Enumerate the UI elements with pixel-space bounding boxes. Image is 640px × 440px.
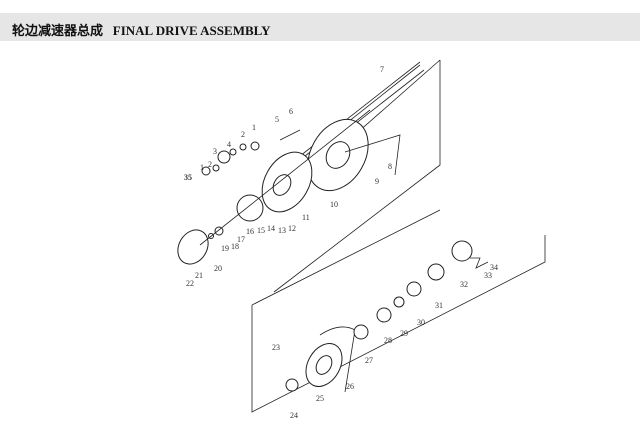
part-label-10: 10 (330, 200, 338, 209)
upper-assembly (177, 61, 425, 265)
part-label-6: 6 (289, 107, 293, 116)
part-label-13: 13 (278, 226, 286, 235)
part-label-7: 7 (380, 65, 384, 74)
part-label-20: 20 (214, 264, 222, 273)
part-label-34: 34 (490, 263, 498, 272)
part-label-27: 27 (365, 356, 373, 365)
header-bar: 轮边减速器总成 FINAL DRIVE ASSEMBLY (0, 13, 640, 41)
title-english: FINAL DRIVE ASSEMBLY (112, 23, 271, 38)
part-label-24: 24 (290, 411, 298, 420)
part-label-1: 1 (200, 163, 204, 172)
part-label-1: 1 (252, 123, 256, 132)
part-label-3: 3 (213, 147, 217, 156)
part-label-2: 2 (208, 160, 212, 169)
title-chinese: 轮边减速器总成 (12, 23, 104, 38)
part-label-28: 28 (384, 336, 392, 345)
part-label-16: 16 (246, 227, 254, 236)
part-label-15: 15 (257, 226, 265, 235)
part-label-30: 30 (417, 318, 425, 327)
part-label-26: 26 (346, 382, 354, 391)
part-label-31: 31 (435, 301, 443, 310)
part-label-17: 17 (237, 235, 245, 244)
part-label-33: 33 (484, 271, 492, 280)
page-title: 轮边减速器总成 FINAL DRIVE ASSEMBLY (12, 20, 271, 39)
part-label-11: 11 (302, 213, 310, 222)
part-label-8: 8 (388, 162, 392, 171)
part-label-35: 35 (184, 173, 192, 182)
part-label-21: 21 (195, 271, 203, 280)
part-label-23: 23 (272, 343, 280, 352)
part-label-29: 29 (400, 329, 408, 338)
part-label-4: 4 (227, 140, 231, 149)
part-label-5: 5 (275, 115, 279, 124)
part-label-19: 19 (221, 244, 229, 253)
part-label-18: 18 (231, 242, 239, 251)
part-label-22: 22 (186, 279, 194, 288)
lower-assembly (285, 240, 489, 393)
frame-lines (251, 59, 546, 413)
part-label-32: 32 (460, 280, 468, 289)
part-label-14: 14 (267, 224, 275, 233)
part-labels: 7651243213589101112131415161718192021222… (184, 65, 498, 420)
part-label-9: 9 (375, 177, 379, 186)
part-label-25: 25 (316, 394, 324, 403)
part-label-12: 12 (288, 224, 296, 233)
part-label-2: 2 (241, 130, 245, 139)
